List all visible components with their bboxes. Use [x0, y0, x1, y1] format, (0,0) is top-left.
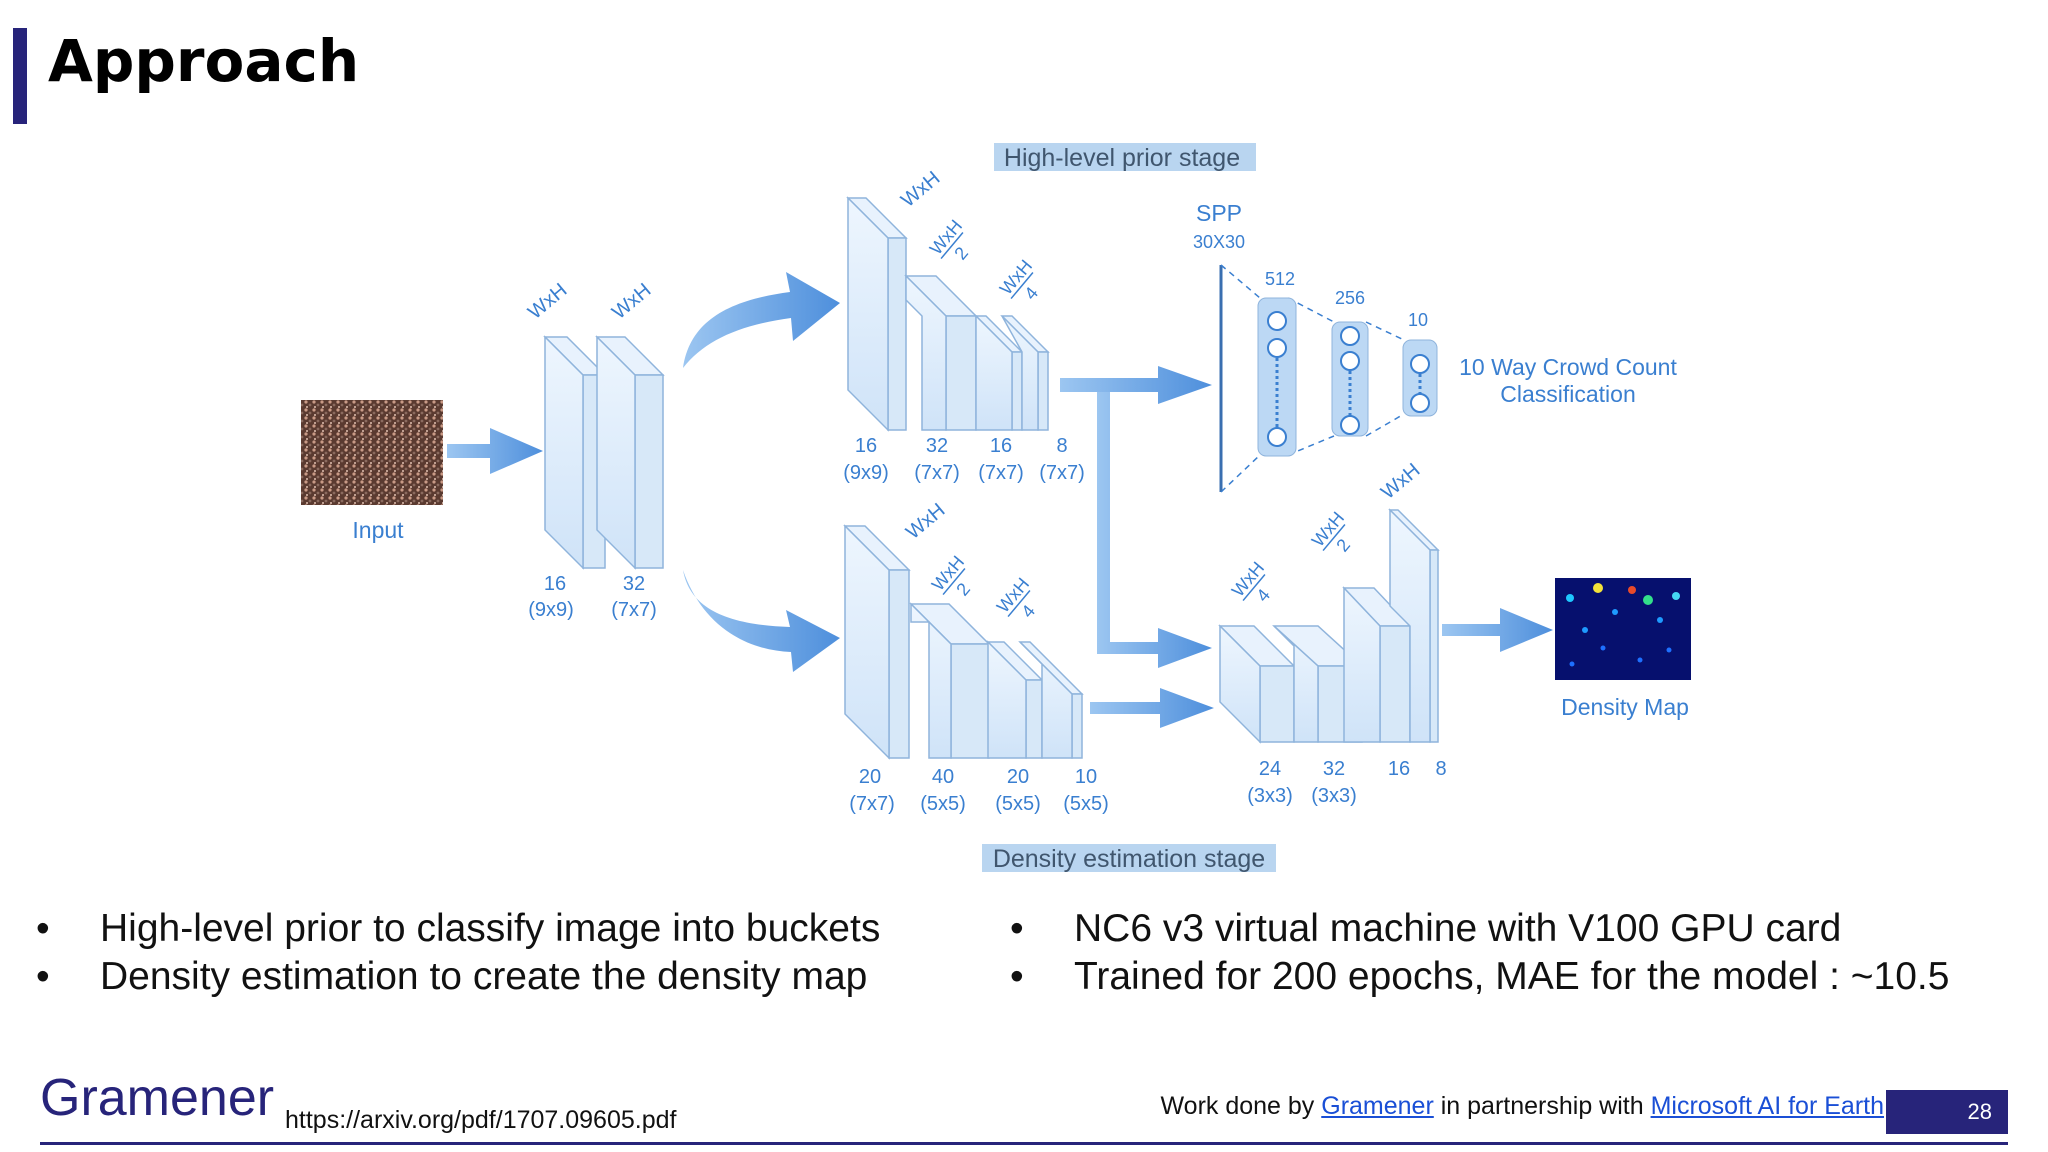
density-dim-full: WxH [902, 499, 949, 544]
fusion-dim-half: WxH 2 [1308, 508, 1354, 556]
microsoft-ai-link[interactable]: Microsoft AI for Earth [1650, 1092, 1884, 1120]
fusion-2-kernel: (3x3) [1311, 785, 1357, 807]
arrow-to-density-map [1442, 608, 1553, 652]
density-4-channels: 10 [1075, 766, 1097, 788]
credit-line: Work done by Gramener in partnership wit… [1161, 1092, 1884, 1121]
fusion-dim-quarter: WxH 4 [1228, 558, 1274, 606]
prior-dim-half: WxH 2 [926, 216, 972, 264]
classification-line-2: Classification [1500, 381, 1636, 407]
bullet-left-2: Density estimation to create the density… [36, 953, 880, 1001]
fusion-conv-block-1 [1218, 624, 1296, 744]
fusion-4-channels: 8 [1435, 758, 1446, 780]
prior-1-channels: 16 [855, 435, 877, 457]
prior-conv-block-4 [1000, 315, 1050, 431]
fc-size-1: 512 [1265, 269, 1295, 289]
arrow-density-to-fusion [1090, 688, 1214, 728]
arrow-to-spp [1060, 366, 1212, 404]
stage-top-label: High-level prior stage [1004, 144, 1240, 172]
prior-4-kernel: (7x7) [1039, 462, 1085, 484]
density-conv-block-4 [1018, 641, 1084, 759]
density-2-channels: 40 [932, 766, 954, 788]
spp-size: 30X30 [1193, 232, 1245, 252]
prior-conv-block-2 [904, 274, 978, 431]
bullets-right: NC6 v3 virtual machine with V100 GPU car… [1010, 905, 1949, 1001]
spp-connectors [1220, 264, 1405, 493]
fusion-dim-half-den: 2 [1332, 535, 1354, 556]
density-2-kernel: (5x5) [920, 793, 966, 815]
prior-conv-block-1 [846, 196, 908, 432]
prior-3-kernel: (7x7) [978, 462, 1024, 484]
density-1-channels: 20 [859, 766, 881, 788]
input-label: Input [352, 517, 404, 543]
fusion-conv-block-4 [1388, 508, 1440, 743]
prior-2-channels: 32 [926, 435, 948, 457]
density-dim-half-den: 2 [952, 579, 974, 600]
density-3-kernel: (5x5) [995, 793, 1041, 815]
footer-divider [40, 1142, 2008, 1145]
bullets-left: High-level prior to classify image into … [36, 905, 880, 1001]
density-3-channels: 20 [1007, 766, 1029, 788]
prior-1-kernel: (9x9) [843, 462, 889, 484]
prior-dim-quarter-den: 4 [1020, 283, 1042, 304]
bullet-right-1: NC6 v3 virtual machine with V100 GPU car… [1010, 905, 1949, 953]
arrow-to-prior [683, 272, 840, 368]
fc-size-2: 256 [1335, 288, 1365, 308]
fc-layer-256 [1331, 321, 1369, 437]
stage-top-highlight [994, 143, 1256, 171]
shared-2-channels: 32 [623, 573, 645, 595]
input-image [301, 400, 443, 505]
density-1-kernel: (7x7) [849, 793, 895, 815]
fusion-2-channels: 32 [1323, 758, 1345, 780]
prior-dim-full: WxH [897, 167, 944, 212]
gramener-logo: Gramener [40, 1069, 275, 1127]
arrow-branch-to-fusion [1097, 392, 1212, 668]
slide-title: Approach [48, 27, 360, 95]
prior-4-channels: 8 [1056, 435, 1067, 457]
shared-2-kernel: (7x7) [611, 599, 657, 621]
arrow-to-density [683, 570, 840, 672]
stage-bottom-highlight [982, 844, 1276, 872]
shared-1-kernel: (9x9) [528, 599, 574, 621]
fusion-3-channels: 16 [1388, 758, 1410, 780]
fc-layer-10 [1402, 339, 1438, 417]
density-conv-block-1 [843, 524, 911, 760]
arrow-input [447, 428, 543, 474]
prior-3-channels: 16 [990, 435, 1012, 457]
density-map-image [1555, 578, 1691, 680]
fc-size-3: 10 [1408, 310, 1428, 330]
density-dim-quarter-den: 4 [1017, 601, 1039, 622]
credit-middle: in partnership with [1433, 1092, 1651, 1120]
source-url: https://arxiv.org/pdf/1707.09605.pdf [285, 1106, 677, 1134]
density-conv-block-3 [986, 640, 1044, 759]
fusion-1-channels: 24 [1259, 758, 1281, 780]
shared-conv-block-1 [543, 335, 607, 570]
prior-2-kernel: (7x7) [914, 462, 960, 484]
density-4-kernel: (5x5) [1063, 793, 1109, 815]
fc-layer-512 [1257, 297, 1297, 457]
density-map-label: Density Map [1561, 694, 1689, 720]
fusion-dim-quarter-den: 4 [1252, 585, 1274, 606]
prior-dim-half-den: 2 [950, 243, 972, 264]
prior-dim-quarter: WxH 4 [996, 256, 1042, 304]
shared-dim-2: WxH [608, 279, 655, 324]
network-diagram: High-level prior stage Density estimatio… [301, 143, 1691, 873]
density-dim-quarter: WxH 4 [993, 574, 1039, 622]
density-dim-half: WxH 2 [928, 552, 974, 600]
shared-conv-block-2 [595, 335, 665, 570]
gramener-link[interactable]: Gramener [1321, 1092, 1434, 1120]
fusion-dim-full: WxH [1377, 459, 1424, 504]
shared-1-channels: 16 [544, 573, 566, 595]
credit-prefix: Work done by [1160, 1092, 1322, 1120]
stage-bottom-label: Density estimation stage [993, 845, 1265, 873]
page-number: 28 [1886, 1090, 2008, 1134]
bullet-left-1: High-level prior to classify image into … [36, 905, 880, 953]
spp-label: SPP [1196, 200, 1242, 226]
fusion-1-kernel: (3x3) [1247, 785, 1293, 807]
density-conv-block-2 [909, 602, 991, 759]
classification-line-1: 10 Way Crowd Count [1459, 354, 1677, 380]
shared-dim-1: WxH [524, 279, 571, 324]
bullet-right-2: Trained for 200 epochs, MAE for the mode… [1010, 953, 1949, 1001]
title-accent-bar [13, 28, 27, 124]
